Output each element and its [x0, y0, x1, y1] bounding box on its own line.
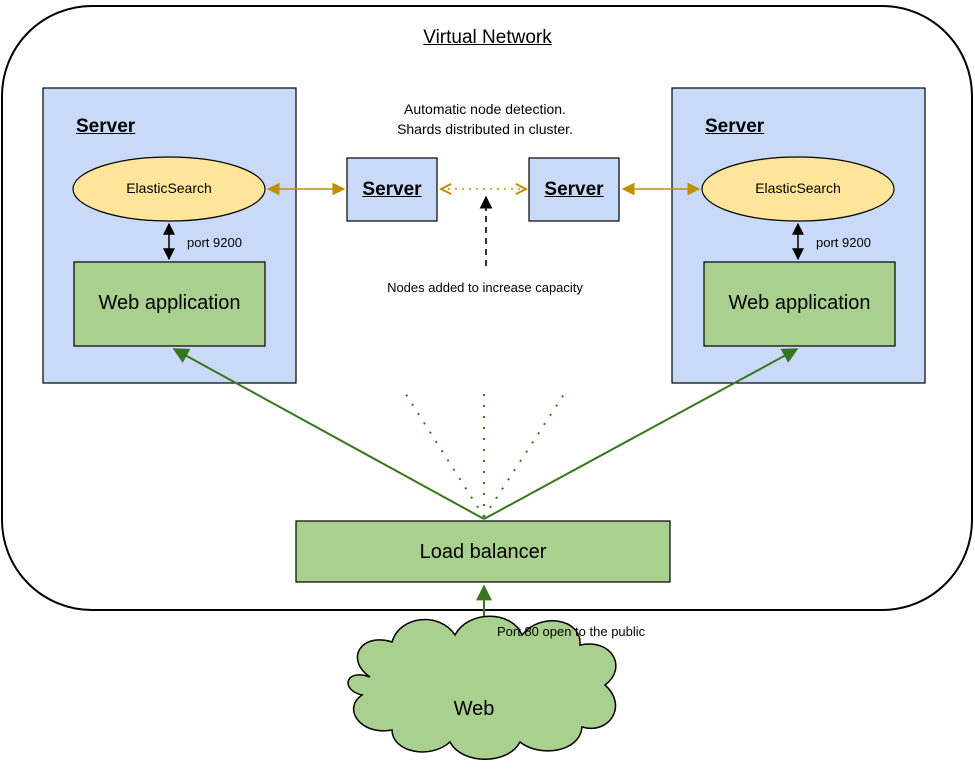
left-web-application-label: Web application: [98, 292, 241, 314]
lb-to-left-app-link: [172, 348, 485, 520]
left-web-application-box: [73, 261, 266, 347]
right-elasticsearch-label: ElasticSearch: [755, 180, 841, 196]
right-web-application-box: [703, 261, 896, 347]
right-port-label: port 9200: [816, 235, 871, 250]
load-balancer-box: [295, 520, 671, 583]
cluster-note-line1: Automatic node detection.: [404, 101, 566, 117]
left-elasticsearch-node: [72, 156, 266, 222]
lb-to-right-app-link: [483, 348, 799, 520]
cluster-node-left: [346, 157, 438, 222]
web-cloud: [347, 615, 617, 760]
cluster-note-line2: Shards distributed in cluster.: [397, 121, 573, 137]
virtual-network-title: Virtual Network: [423, 27, 552, 48]
left-port-label: port 9200: [187, 235, 242, 250]
cluster-node-left-label: Server: [362, 179, 422, 200]
right-server-title: Server: [705, 116, 765, 137]
cluster-node-right: [528, 157, 620, 222]
public-port-label: Port 80 open to the public: [497, 624, 646, 639]
load-balancer-label: Load balancer: [419, 541, 547, 563]
cluster-node-right-label: Server: [544, 179, 604, 200]
right-web-application-label: Web application: [728, 292, 871, 314]
nodes-added-note: Nodes added to increase capacity: [387, 280, 583, 295]
left-elasticsearch-label: ElasticSearch: [126, 180, 212, 196]
web-label: Web: [453, 698, 495, 720]
right-elasticsearch-node: [701, 156, 895, 222]
left-server-title: Server: [76, 116, 136, 137]
